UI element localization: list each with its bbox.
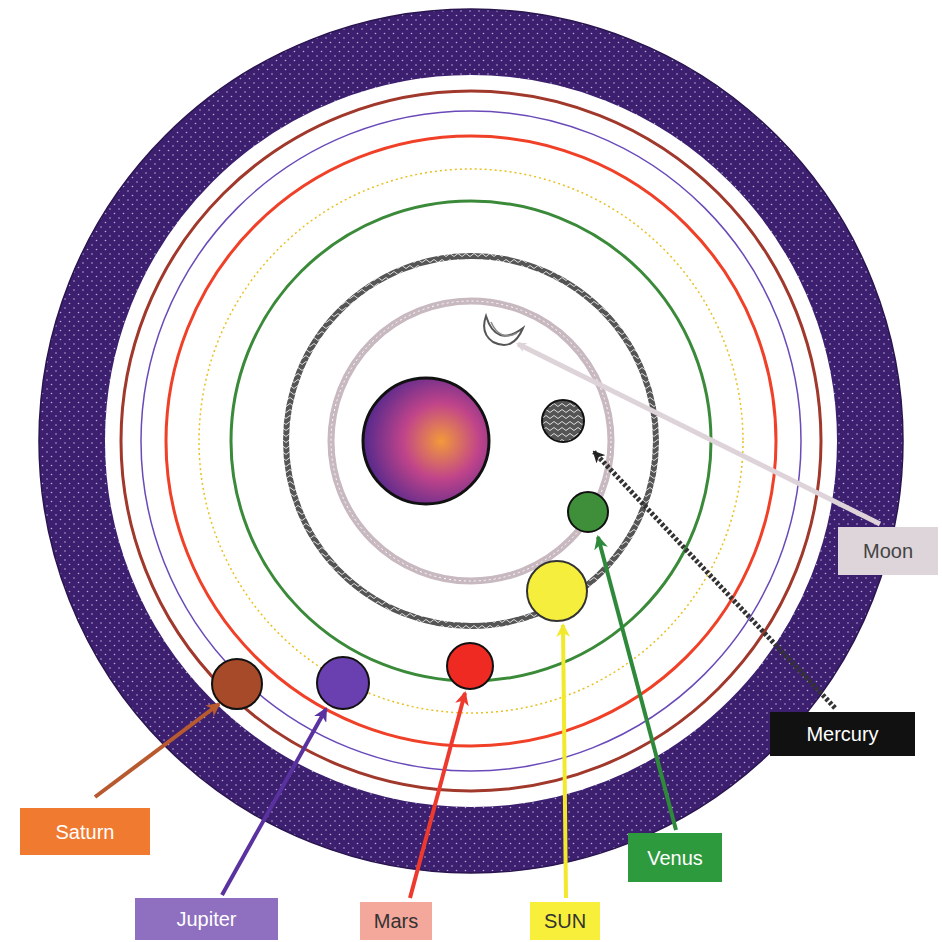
earth — [363, 378, 489, 504]
jupiter-planet — [317, 657, 369, 709]
planet-name: Jupiter — [176, 908, 236, 930]
venus-planet — [568, 492, 608, 532]
sun-label: SUN — [530, 902, 600, 940]
moon-crescent-inner — [491, 322, 517, 336]
moon-crescent — [484, 316, 523, 345]
mars-label: Mars — [360, 902, 432, 940]
venus-orbit — [231, 201, 711, 681]
sun-body — [527, 561, 587, 621]
moon-leader — [518, 344, 880, 524]
planet-name: Mercury — [806, 723, 878, 745]
star-sphere — [72, 42, 870, 840]
mars-planet — [447, 643, 493, 689]
saturn-label: Saturn — [20, 808, 150, 855]
saturn-leader — [95, 704, 219, 797]
planet-name: Venus — [647, 847, 703, 869]
jupiter-label: Jupiter — [135, 898, 278, 940]
moon-orbit-texture — [331, 301, 611, 581]
mars-leader — [410, 693, 465, 898]
sun-leader — [563, 625, 566, 898]
venus-leader — [598, 537, 676, 830]
mercury-planet — [542, 400, 584, 442]
sun-orbit — [199, 169, 743, 713]
planet-name: Mars — [374, 910, 418, 932]
jupiter-orbit — [141, 111, 801, 771]
moon-orbit — [331, 301, 611, 581]
planet-name: SUN — [544, 910, 586, 932]
saturn-planet — [212, 659, 262, 709]
planet-name: Moon — [863, 540, 913, 562]
mercury-orbit — [286, 256, 656, 626]
mercury-leader — [594, 452, 835, 708]
jupiter-leader — [222, 709, 326, 895]
moon-label: Moon — [838, 527, 938, 575]
mercury-label: Mercury — [770, 712, 915, 756]
venus-label: Venus — [628, 833, 722, 882]
planet-name: Saturn — [56, 821, 115, 843]
mars-orbit — [166, 136, 776, 746]
